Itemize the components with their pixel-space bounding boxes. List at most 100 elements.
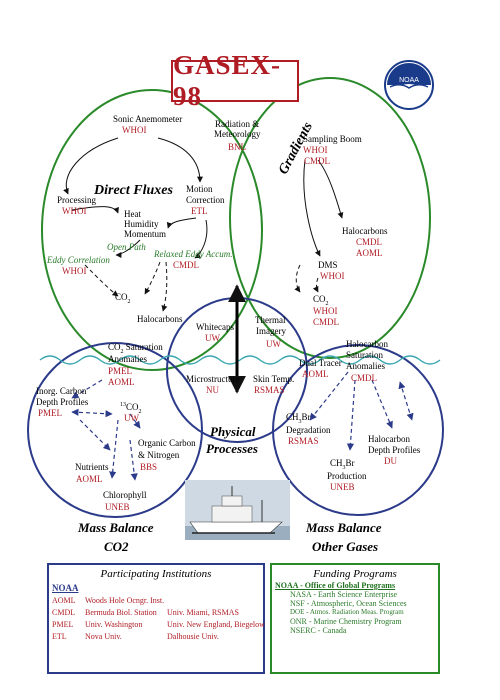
halo-sat-label-1: Halocarbon (346, 339, 388, 349)
institution-row-4-b: Dalhousie Univ. (167, 632, 219, 641)
co2-sat-org-1: PMEL (108, 366, 133, 376)
nutrients-label: Nutrients (75, 462, 109, 472)
noaa-logo-text: NOAA (399, 77, 419, 84)
noaa-logo-icon: NOAA (384, 60, 434, 110)
mass-balance-arrows (71, 371, 414, 481)
microstructure-org: NU (206, 385, 219, 395)
halo-depth-label-1: Halocarbon (368, 434, 410, 444)
institution-row-3-b: Univ. New England, Biegelow (167, 620, 265, 629)
microstructure-label: Microstructure (186, 374, 240, 384)
research-ship (185, 480, 290, 540)
ch3br-deg-label-2: Degradation (286, 425, 331, 435)
processing-label: Processing (57, 195, 96, 205)
co2-flux-label: CO2 (115, 292, 131, 305)
sampling-org-2: CMDL (304, 156, 331, 166)
chlorophyll-org: UNEB (105, 502, 130, 512)
motion-label-2: Correction (186, 195, 225, 205)
funding-line-2: NASA - Earth Science Enterprise (290, 590, 398, 599)
direct-fluxes-title: Direct Fluxes (94, 183, 173, 198)
institutions-heading: Participating Institutions (100, 568, 212, 580)
organic-org: BBS (140, 462, 158, 472)
halocarbons-grad-org-2: AOML (356, 248, 383, 258)
co2-grad-org-1: WHOI (313, 306, 338, 316)
dms-label: DMS (318, 260, 338, 270)
co2-grad-label: CO2 (313, 294, 329, 307)
mass-balance-co2-circle (27, 342, 203, 518)
halocarbons-grad-org-1: CMDL (356, 237, 383, 247)
halo-depth-org: DU (384, 456, 397, 466)
processing-org: WHOI (62, 206, 87, 216)
institution-row-4-a: Nova Univ. (85, 632, 122, 641)
funding-line-6: NSERC - Canada (290, 626, 347, 635)
inorg-label-2: Depth Profiles (36, 397, 89, 407)
halo-sat-org: CMDL (351, 373, 378, 383)
open-path-label: Open Path (107, 242, 146, 252)
heat-label-2: Humidity (124, 219, 159, 229)
thermal-label-2: Imagery (256, 326, 286, 336)
ch3br-deg-label-1: CH3Br (286, 412, 311, 425)
funding-line-5: ONR - Marine Chemistry Program (290, 617, 402, 626)
dual-tracer-label: Dual Tracer (299, 358, 342, 368)
radiation-label-2: Meteorology (214, 129, 261, 139)
mass-balance-other-circle (272, 344, 444, 516)
sampling-label: Sampling Boom (303, 134, 362, 144)
noaa-org-4: ETL (52, 632, 67, 641)
halocarbons-grad-label: Halocarbons (342, 226, 388, 236)
motion-org: ETL (191, 206, 208, 216)
physical-title-1: Physical (210, 424, 256, 439)
c13-label: 13CO2 (120, 402, 142, 415)
physical-title-2: Processes (206, 441, 258, 456)
organic-label-2: & Nitrogen (138, 450, 180, 460)
institution-row-3-a: Univ. Washington (85, 620, 143, 629)
halo-sat-label-2: Saturation (346, 350, 383, 360)
sonic-label: Sonic Anemometer (113, 114, 183, 124)
direct-fluxes-circle (41, 89, 263, 371)
institutions-box: Participating Institutions NOAA AOML CMD… (47, 563, 265, 674)
ch3br-prod-label-1: CH3Br (330, 458, 355, 471)
thermal-label-1: Thermal (255, 315, 286, 325)
title-box: GASEX-98 (171, 50, 299, 111)
mass-balance-other-title-2: Other Gases (312, 539, 379, 554)
relaxed-eddy-label: Relaxed Eddy Accum. (154, 249, 233, 259)
co2-sat-org-2: AOML (108, 377, 135, 387)
noaa-org-1: AOML (52, 596, 76, 605)
noaa-org-2: CMDL (52, 608, 76, 617)
funding-line-3: NSF - Atmospheric, Ocean Sciences (290, 599, 407, 608)
ch3br-deg-org: RSMAS (288, 436, 319, 446)
nutrients-org: AOML (76, 474, 103, 484)
noaa-label: NOAA (52, 583, 79, 593)
skin-temp-org: RSMAS (254, 385, 285, 395)
dual-tracer-org: AOML (302, 369, 329, 379)
funding-line-1: NOAA - Office of Global Programs (275, 581, 396, 590)
flux-arrows (63, 137, 344, 312)
institution-row-1-a: Woods Hole Ocngr. Inst. (85, 596, 165, 605)
halo-sat-label-3: Anomalies (346, 361, 385, 371)
mass-balance-co2-title-2: CO2 (104, 539, 129, 554)
institution-row-2-b: Univ. Miami, RSMAS (167, 608, 239, 617)
eddy-correlation-label: Eddy Correlation (47, 255, 110, 265)
halocarbons-center-label: Halocarbons (137, 314, 183, 324)
whitecaps-label: Whitecaps (196, 322, 234, 332)
motion-label-1: Motion (186, 184, 213, 194)
gradients-circle (229, 77, 431, 359)
sampling-org-1: WHOI (303, 145, 328, 155)
heat-label-3: Momentum (124, 229, 166, 239)
whitecaps-org: UW (205, 333, 220, 343)
relaxed-eddy-org: CMDL (173, 260, 200, 270)
ch3br-prod-org: UNEB (330, 482, 355, 492)
page-title: GASEX-98 (173, 50, 282, 111)
funding-heading: Funding Programs (313, 568, 397, 580)
c13-org: UW (124, 413, 139, 423)
thermal-org: UW (266, 339, 281, 349)
organic-label-1: Organic Carbon (138, 438, 196, 448)
ch3br-prod-label-2: Production (327, 471, 367, 481)
institution-row-2-a: Bermuda Biol. Station (85, 608, 157, 617)
co2-sat-label-2: Anomalies (108, 354, 147, 364)
co2-sat-label-1: CO2 Saturation (108, 342, 163, 355)
radiation-label-1: Radiation & (215, 119, 260, 129)
inorg-label-1: Inorg. Carbon (36, 386, 87, 396)
mass-balance-other-title-1: Mass Balance (306, 520, 382, 535)
inorg-org: PMEL (38, 408, 63, 418)
heat-label-1: Heat (124, 209, 141, 219)
